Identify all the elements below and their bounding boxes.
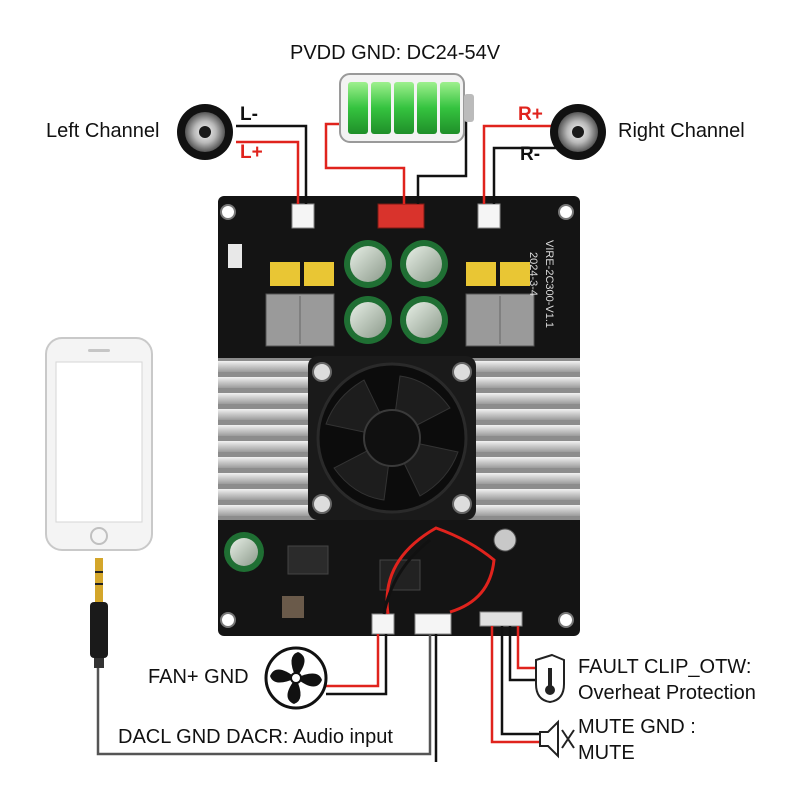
fault-mute-header xyxy=(479,611,523,627)
mute-speaker-icon xyxy=(539,719,575,759)
speaker-icon xyxy=(550,104,606,160)
silk-date-text: 2024-3-4 xyxy=(527,252,539,296)
right-channel-label: Right Channel xyxy=(618,120,745,142)
phone-icon xyxy=(45,337,153,551)
overheat-label: Overheat Protection xyxy=(578,682,756,704)
capacitor-group xyxy=(224,240,517,572)
left-plus-label: L+ xyxy=(240,142,263,163)
mute-gnd-label: MUTE GND : xyxy=(578,716,696,738)
audio-jack-icon xyxy=(90,558,108,668)
output-filters xyxy=(265,262,535,347)
thermometer-icon xyxy=(535,653,565,704)
mount-hole xyxy=(558,204,574,220)
power-connector xyxy=(377,203,425,229)
right-plus-label: R+ xyxy=(518,104,543,125)
silk-model-text: VIRE-2C300-V1.1 xyxy=(543,240,555,328)
fan-icon xyxy=(264,646,328,710)
mount-hole xyxy=(558,612,574,628)
fan-label: FAN+ GND xyxy=(148,666,249,688)
right-minus-label: R- xyxy=(520,144,541,165)
audio-input-label: DACL GND DACR: Audio input xyxy=(118,726,393,748)
power-label: PVDD GND: DC24-54V xyxy=(290,42,501,64)
left-speaker-connector xyxy=(291,203,315,229)
right-speaker-connector xyxy=(477,203,501,229)
cooling-fan xyxy=(308,356,476,520)
mount-hole xyxy=(220,204,236,220)
left-minus-label: L- xyxy=(240,104,258,125)
wiring xyxy=(96,112,564,762)
fault-label: FAULT CLIP_OTW: xyxy=(578,656,752,678)
amplifier-board: VIRE-2C300-V1.1 2024-3-4 xyxy=(218,196,580,636)
battery-icon xyxy=(339,73,474,143)
audio-input-connector xyxy=(414,613,452,635)
speaker-icon xyxy=(177,104,233,160)
mount-hole xyxy=(220,612,236,628)
mute-label: MUTE xyxy=(578,742,635,764)
left-channel-label: Left Channel xyxy=(46,120,160,142)
fan-connector xyxy=(371,613,395,635)
